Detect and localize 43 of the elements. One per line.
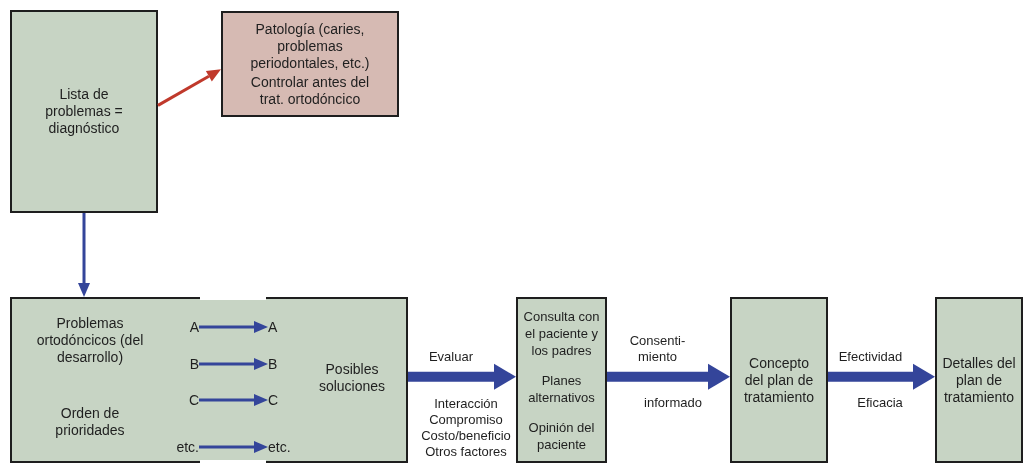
edge-label: Evaluar: [427, 348, 475, 365]
box-text: Problemas ortodóncicos (del desarrollo): [35, 315, 145, 366]
edge-label: Consenti- miento: [628, 332, 687, 365]
box-text: Controlar antes del trat. ortodóncico: [249, 73, 371, 108]
letter-label: etc.: [268, 438, 291, 456]
note-text: Compromiso: [429, 412, 503, 428]
note-text: Otros factores: [425, 444, 507, 460]
letter-label: B: [189, 355, 199, 373]
box-text: Patología (caries, problemas periodontales, etc.): [249, 20, 371, 72]
arrow: [607, 363, 730, 390]
note-text: Costo/beneficio: [421, 428, 511, 444]
box-text: Orden de prioridades: [54, 405, 126, 439]
box-text: Consulta con el paciente y los padres: [522, 307, 601, 359]
box-text: Opinión del paciente: [527, 418, 596, 453]
arrow: [157, 69, 221, 107]
box-text: Posibles soluciones: [317, 361, 387, 395]
letter-label: A: [268, 318, 278, 336]
arrow: [199, 394, 268, 406]
arrow: [828, 363, 935, 390]
letter-label: etc.: [176, 438, 199, 456]
box-text: Concepto del plan de tratamiento: [742, 354, 815, 406]
arrow: [199, 358, 268, 370]
process-box: [730, 297, 828, 463]
arrow: [199, 441, 268, 453]
box-text: Lista de problemas = diagnóstico: [44, 86, 124, 137]
process-box: [221, 11, 399, 117]
process-box: [935, 297, 1023, 463]
process-box: [10, 10, 158, 213]
note-text: informado: [644, 395, 702, 411]
arrow: [78, 213, 90, 297]
box-text: Planes alternativos: [527, 371, 596, 406]
box-text: Detalles del plan de tratamiento: [942, 354, 1016, 406]
letter-label: B: [268, 355, 278, 373]
note-text: Interacción: [434, 396, 498, 412]
process-box: [10, 297, 408, 463]
process-box: [516, 297, 607, 463]
letter-label: A: [189, 318, 199, 336]
letter-label: C: [188, 391, 199, 409]
note-text: Eficacia: [857, 395, 903, 411]
arrow: [408, 363, 516, 390]
edge-label: Efectividad: [837, 348, 904, 365]
letter-label: C: [268, 391, 279, 409]
arrow: [199, 321, 268, 333]
